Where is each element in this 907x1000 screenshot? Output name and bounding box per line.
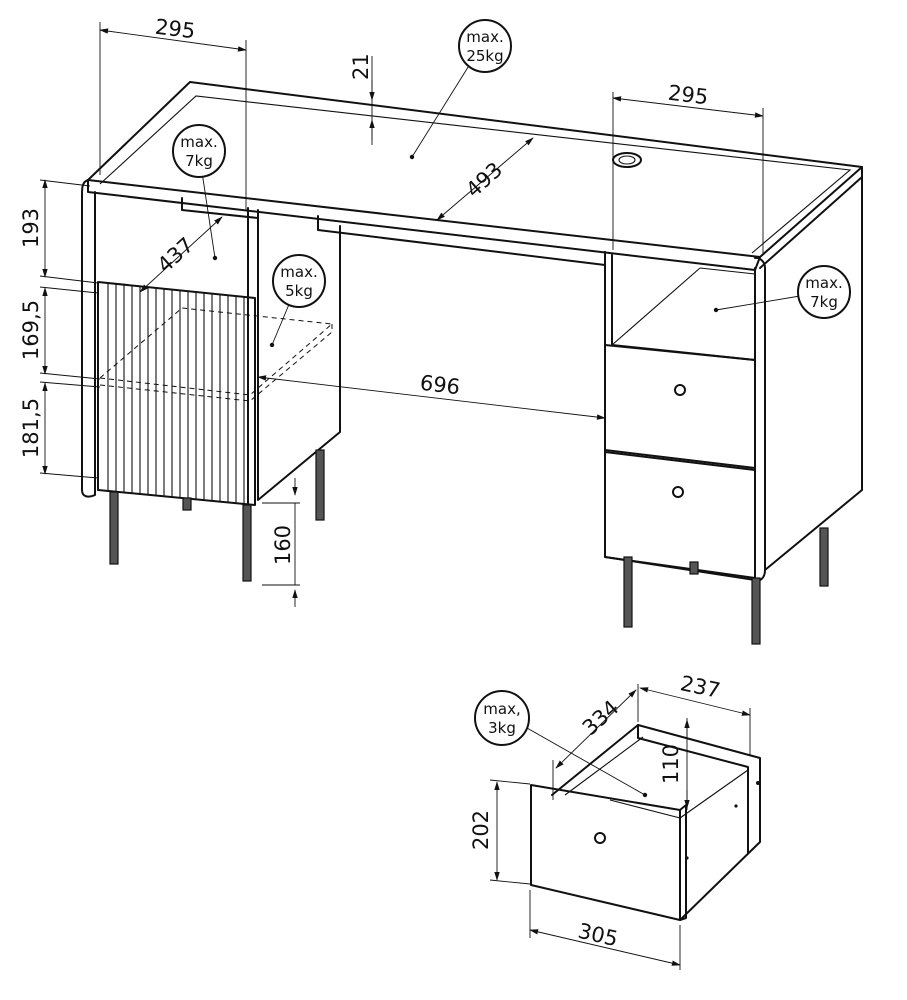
- leg: [623, 556, 633, 628]
- drawer-knob-icon: [674, 384, 686, 396]
- leg: [242, 504, 252, 582]
- dim-left-lower-height: 181,5: [19, 398, 43, 458]
- leg: [109, 491, 119, 565]
- inner-shelf-dashed: [98, 307, 334, 402]
- load-drawer-line2: 3kg: [488, 719, 516, 737]
- drawer-knob-icon: [594, 832, 606, 844]
- load-label-inner-shelf: max. 5kg: [269, 254, 326, 348]
- leg: [751, 577, 761, 645]
- load-label-right-shelf: max. 7kg: [713, 265, 851, 319]
- cable-grommet-icon: [612, 152, 642, 168]
- load-drawer-line1: max,: [483, 700, 520, 718]
- dim-drawer-depth: 334: [578, 695, 624, 740]
- dim-left-shelf-depth: 437: [153, 233, 199, 278]
- leg: [315, 449, 325, 521]
- dim-top-right-depth: 295: [667, 81, 710, 110]
- leg: [182, 497, 192, 511]
- dim-desk-depth: 493: [461, 158, 507, 203]
- desk-body: [81, 81, 863, 645]
- drawer-knob-icon: [672, 486, 684, 498]
- dim-drawer-front-width: 305: [576, 919, 620, 951]
- dim-top-left-depth: 295: [154, 15, 197, 44]
- dim-left-middle-height: 169,5: [19, 300, 43, 360]
- dim-inner-width: 696: [419, 371, 462, 400]
- dim-drawer-inner-width: 237: [678, 671, 722, 703]
- load-label-drawer: max, 3kg: [474, 690, 648, 798]
- dimension-lines: [39, 22, 764, 607]
- right-drawer-upper: [604, 344, 756, 469]
- drawer-detail: [489, 684, 761, 970]
- load-left-shelf-line1: max.: [180, 133, 217, 151]
- load-left-shelf-line2: 7kg: [185, 152, 213, 170]
- right-module: [604, 251, 756, 581]
- load-right-shelf-line1: max.: [805, 274, 842, 292]
- load-label-top: max. 25kg: [409, 19, 512, 160]
- dim-drawer-inner-height: 110: [659, 744, 683, 784]
- load-top-line2: 25kg: [466, 47, 503, 65]
- dim-leg-height: 160: [271, 525, 295, 565]
- dim-top-thickness: 21: [349, 53, 373, 80]
- load-label-left-shelf: max. 7kg: [172, 124, 226, 261]
- dim-left-upper-height: 193: [19, 208, 43, 248]
- load-top-line1: max.: [466, 28, 503, 46]
- load-inner-shelf-line2: 5kg: [285, 282, 313, 300]
- load-inner-shelf-line1: max.: [280, 263, 317, 281]
- load-right-shelf-line2: 7kg: [810, 293, 838, 311]
- drawer-front: [530, 784, 681, 921]
- left-side-panel: [81, 179, 96, 498]
- leg: [689, 561, 699, 575]
- leg: [819, 527, 829, 587]
- dim-drawer-front-height: 202: [469, 810, 493, 850]
